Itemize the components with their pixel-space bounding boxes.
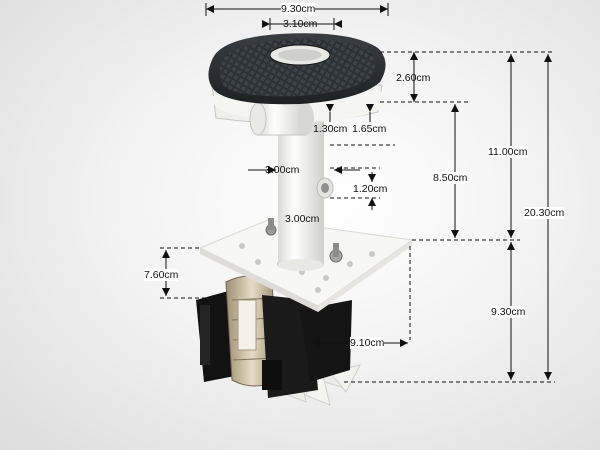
label-outlet-offset: 1.65cm: [352, 123, 387, 135]
label-column-width-lower: 3.00cm: [285, 213, 320, 225]
pump-column: [278, 120, 334, 271]
pump-cap: [208, 33, 386, 105]
dimension-arrows: [162, 5, 552, 380]
label-top-width: 9.30cm: [281, 3, 316, 15]
label-motor-offset: 7.60cm: [144, 269, 179, 281]
label-outlet-width: 3.10cm: [283, 18, 318, 30]
label-column-width-upper: 3.00cm: [265, 164, 300, 176]
label-cap-height: 2.60cm: [396, 72, 431, 84]
label-outlet-dia: 1.30cm: [313, 123, 348, 135]
motor: [196, 275, 352, 398]
label-lower-height: 9.30cm: [491, 306, 526, 318]
label-port-height: 1.20cm: [353, 183, 388, 195]
label-plate-width: 9.10cm: [350, 337, 385, 349]
label-total-height: 20.30cm: [524, 207, 565, 219]
label-upper-height: 8.50cm: [433, 172, 468, 184]
label-head-height: 11.00cm: [488, 146, 528, 158]
pump-product: [196, 33, 414, 406]
plate-screws: [265, 218, 343, 263]
